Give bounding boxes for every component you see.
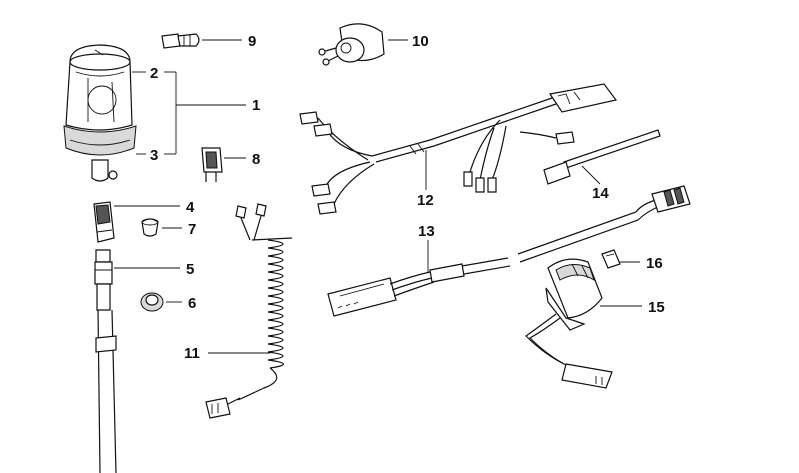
lamp-holder-illustration xyxy=(318,23,385,66)
leader-lines xyxy=(114,39,642,354)
switch-illustration xyxy=(525,258,613,389)
callout-6: 6 xyxy=(188,295,196,312)
bulb-illustration xyxy=(161,33,200,49)
wiring-harness-illustration xyxy=(299,83,618,215)
mounting-adapter-illustration xyxy=(93,201,115,243)
callout-4: 4 xyxy=(186,199,195,216)
callout-5: 5 xyxy=(186,261,194,278)
callout-8: 8 xyxy=(252,151,260,168)
callout-12: 12 xyxy=(417,192,434,209)
rubber-grommet-illustration xyxy=(140,292,164,312)
mounting-pole-illustration xyxy=(94,249,117,473)
callout-3: 3 xyxy=(150,147,158,164)
callout-15: 15 xyxy=(648,299,665,316)
callout-14: 14 xyxy=(592,185,609,202)
connecting-cable-illustration xyxy=(327,185,691,317)
bulb-socket-illustration xyxy=(201,147,223,182)
coiled-cable-illustration xyxy=(205,203,293,419)
callout-16: 16 xyxy=(646,255,663,272)
callout-13: 13 xyxy=(418,223,435,240)
beacon-illustration xyxy=(63,44,137,182)
callout-1: 1 xyxy=(252,97,260,114)
callout-2: 2 xyxy=(150,65,158,82)
cap-plug-illustration xyxy=(141,218,159,237)
callout-9: 9 xyxy=(248,33,256,50)
cable-tie-illustration xyxy=(543,129,661,185)
callout-10: 10 xyxy=(412,33,429,50)
callout-7: 7 xyxy=(188,221,196,238)
callout-11: 11 xyxy=(184,345,200,362)
symbol-cap-illustration xyxy=(601,249,621,269)
